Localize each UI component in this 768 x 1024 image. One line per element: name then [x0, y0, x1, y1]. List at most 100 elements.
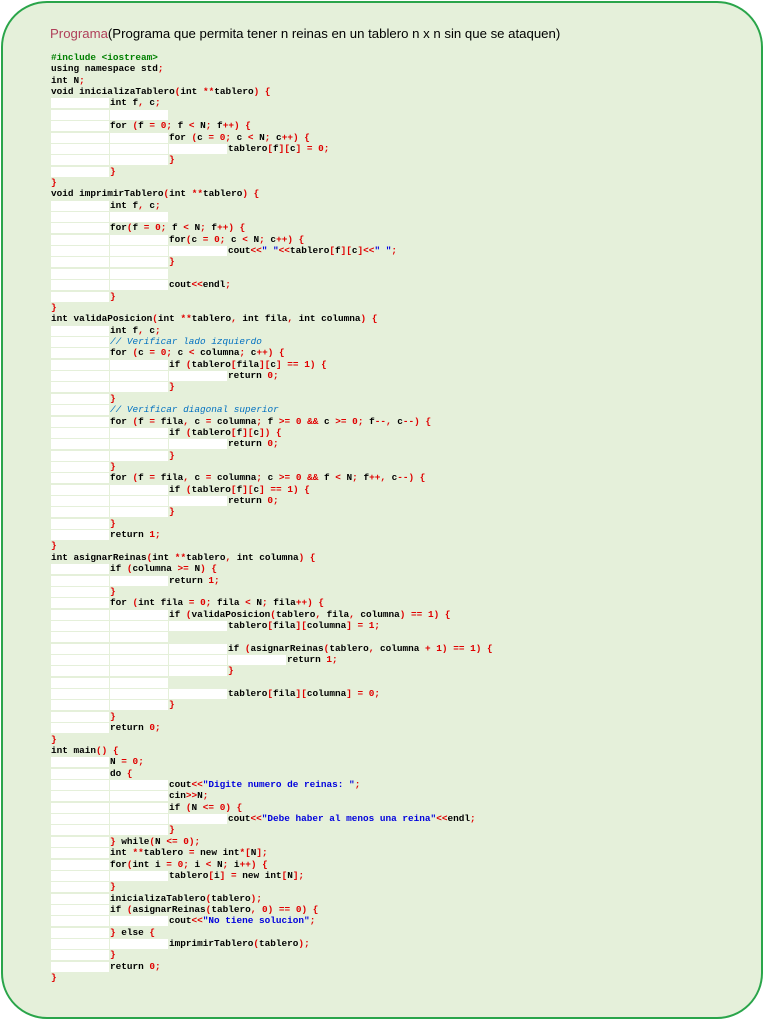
- code-line: int f, c;: [51, 200, 751, 211]
- code-text: cout<<"No tiene solucion";: [169, 915, 316, 927]
- code-line: #include <iostream>: [51, 52, 751, 63]
- code-line: cout<<endl;: [51, 279, 751, 291]
- code-text: if (tablero[fila][c] == 1) {: [169, 358, 327, 370]
- code-text: cout<<"Digite numero de reinas: ";: [169, 779, 361, 790]
- code-listing: #include <iostream>using namespace std;i…: [51, 52, 751, 983]
- code-line: } while(N <= 0);: [51, 836, 751, 847]
- code-text: if (columna >= N) {: [110, 563, 217, 575]
- code-line: cin>>N;: [51, 790, 751, 802]
- code-text: }: [169, 506, 175, 518]
- code-line: if (asignarReinas(tablero, columna + 1) …: [51, 643, 751, 654]
- code-text: for(c = 0; c < N; c++) {: [169, 233, 305, 245]
- code-text: int f, c;: [110, 199, 161, 211]
- code-line: }: [51, 154, 751, 166]
- code-text: }: [169, 381, 175, 393]
- code-line: void inicializaTablero(int **tablero) {: [51, 86, 751, 97]
- code-text: cout<<" "<<tablero[f][c]<<" ";: [228, 245, 397, 257]
- code-line: if (validaPosicion(tablero, fila, column…: [51, 609, 751, 620]
- code-line: }: [51, 518, 751, 529]
- code-line: } else {: [51, 927, 751, 938]
- code-line: for (int fila = 0; fila < N; fila++) {: [51, 597, 751, 609]
- code-line: }: [51, 393, 751, 404]
- code-text: for(int i = 0; i < N; i++) {: [110, 858, 268, 870]
- title-text: (Programa que permita tener n reinas en …: [107, 26, 561, 41]
- code-text: for (c = 0; c < columna; c++) {: [110, 347, 285, 359]
- code-text: return 0;: [228, 495, 279, 507]
- code-text: return 0;: [228, 370, 279, 382]
- code-text: int N;: [51, 74, 85, 86]
- code-line: }: [51, 381, 751, 393]
- code-line: for(f = 0; f < N; f++) {: [51, 222, 751, 234]
- code-text: }: [110, 460, 116, 472]
- code-line: }: [51, 949, 751, 961]
- code-text: if (tablero[f][c] == 1) {: [169, 483, 310, 495]
- page-title: Programa(Programa que permita tener n re…: [50, 26, 560, 41]
- code-text: }: [51, 176, 57, 188]
- code-line: tablero[fila][columna] = 0;: [51, 688, 751, 700]
- code-line: int validaPosicion(int **tablero, int fi…: [51, 313, 751, 324]
- code-text: return 0;: [228, 438, 279, 450]
- code-line: [51, 677, 751, 688]
- code-line: if (tablero[fila][c] == 1) {: [51, 359, 751, 370]
- code-line: [51, 631, 751, 643]
- code-line: return 0;: [51, 370, 751, 382]
- code-text: if (tablero[f][c]) {: [169, 426, 282, 438]
- code-line: return 0;: [51, 438, 751, 450]
- code-line: cout<<"No tiene solucion";: [51, 915, 751, 927]
- code-line: int N;: [51, 75, 751, 86]
- code-line: tablero[fila][columna] = 1;: [51, 620, 751, 631]
- code-text: return 1;: [287, 654, 338, 666]
- code-text: if (asignarReinas(tablero, columna + 1) …: [228, 642, 493, 654]
- code-line: // Verificar diagonal superior: [51, 404, 751, 416]
- code-text: }: [110, 392, 116, 404]
- code-text: tablero[fila][columna] = 0;: [228, 688, 381, 700]
- code-line: for(int i = 0; i < N; i++) {: [51, 859, 751, 870]
- code-text: }: [169, 699, 175, 711]
- code-text: int main() {: [51, 744, 119, 756]
- code-text: int validaPosicion(int **tablero, int fi…: [51, 313, 378, 325]
- code-line: if (columna >= N) {: [51, 563, 751, 575]
- code-text: }: [110, 881, 116, 893]
- code-text: for(f = 0; f < N; f++) {: [110, 222, 246, 234]
- code-line: cout<<"Digite numero de reinas: ";: [51, 779, 751, 790]
- code-text: return 1;: [169, 574, 220, 586]
- code-line: using namespace std;: [51, 63, 751, 74]
- code-line: int asignarReinas(int **tablero, int col…: [51, 552, 751, 563]
- code-line: [51, 268, 751, 279]
- code-text: #include <iostream>: [51, 52, 158, 63]
- code-line: }: [51, 711, 751, 722]
- code-line: int main() {: [51, 745, 751, 756]
- title-lead: Programa: [50, 26, 108, 41]
- code-line: }: [51, 177, 751, 188]
- code-line: inicializaTablero(tablero);: [51, 893, 751, 904]
- code-text: for (f = fila, c = columna; f >= 0 && c …: [110, 415, 432, 427]
- code-line: }: [51, 302, 751, 313]
- code-text: int asignarReinas(int **tablero, int col…: [51, 551, 316, 563]
- code-text: }: [51, 733, 57, 745]
- code-text: return 0;: [110, 722, 161, 734]
- code-line: }: [51, 824, 751, 836]
- code-line: int **tablero = new int*[N];: [51, 847, 751, 859]
- code-text: imprimirTablero(tablero);: [169, 938, 310, 950]
- code-text: N = 0;: [110, 756, 144, 768]
- code-text: }: [110, 710, 116, 722]
- code-line: tablero[f][c] = 0;: [51, 143, 751, 154]
- code-line: return 1;: [51, 575, 751, 586]
- code-text: if (asignarReinas(tablero, 0) == 0) {: [110, 903, 319, 915]
- code-text: }: [110, 585, 116, 597]
- code-text: tablero[f][c] = 0;: [228, 142, 330, 154]
- code-line: for (c = 0; c < N; c++) {: [51, 132, 751, 143]
- code-text: } while(N <= 0);: [110, 835, 201, 847]
- code-line: [51, 211, 751, 223]
- code-line: }: [51, 586, 751, 597]
- code-text: }: [169, 154, 175, 166]
- code-line: }: [51, 540, 751, 551]
- code-text: void inicializaTablero(int **tablero) {: [51, 86, 271, 98]
- code-text: }: [228, 665, 234, 677]
- code-text: using namespace std;: [51, 63, 164, 75]
- code-text: }: [51, 301, 57, 313]
- code-line: [51, 109, 751, 120]
- code-text: } else {: [110, 926, 156, 938]
- code-line: for (f = fila, c = columna; c >= 0 && f …: [51, 472, 751, 484]
- code-line: }: [51, 881, 751, 893]
